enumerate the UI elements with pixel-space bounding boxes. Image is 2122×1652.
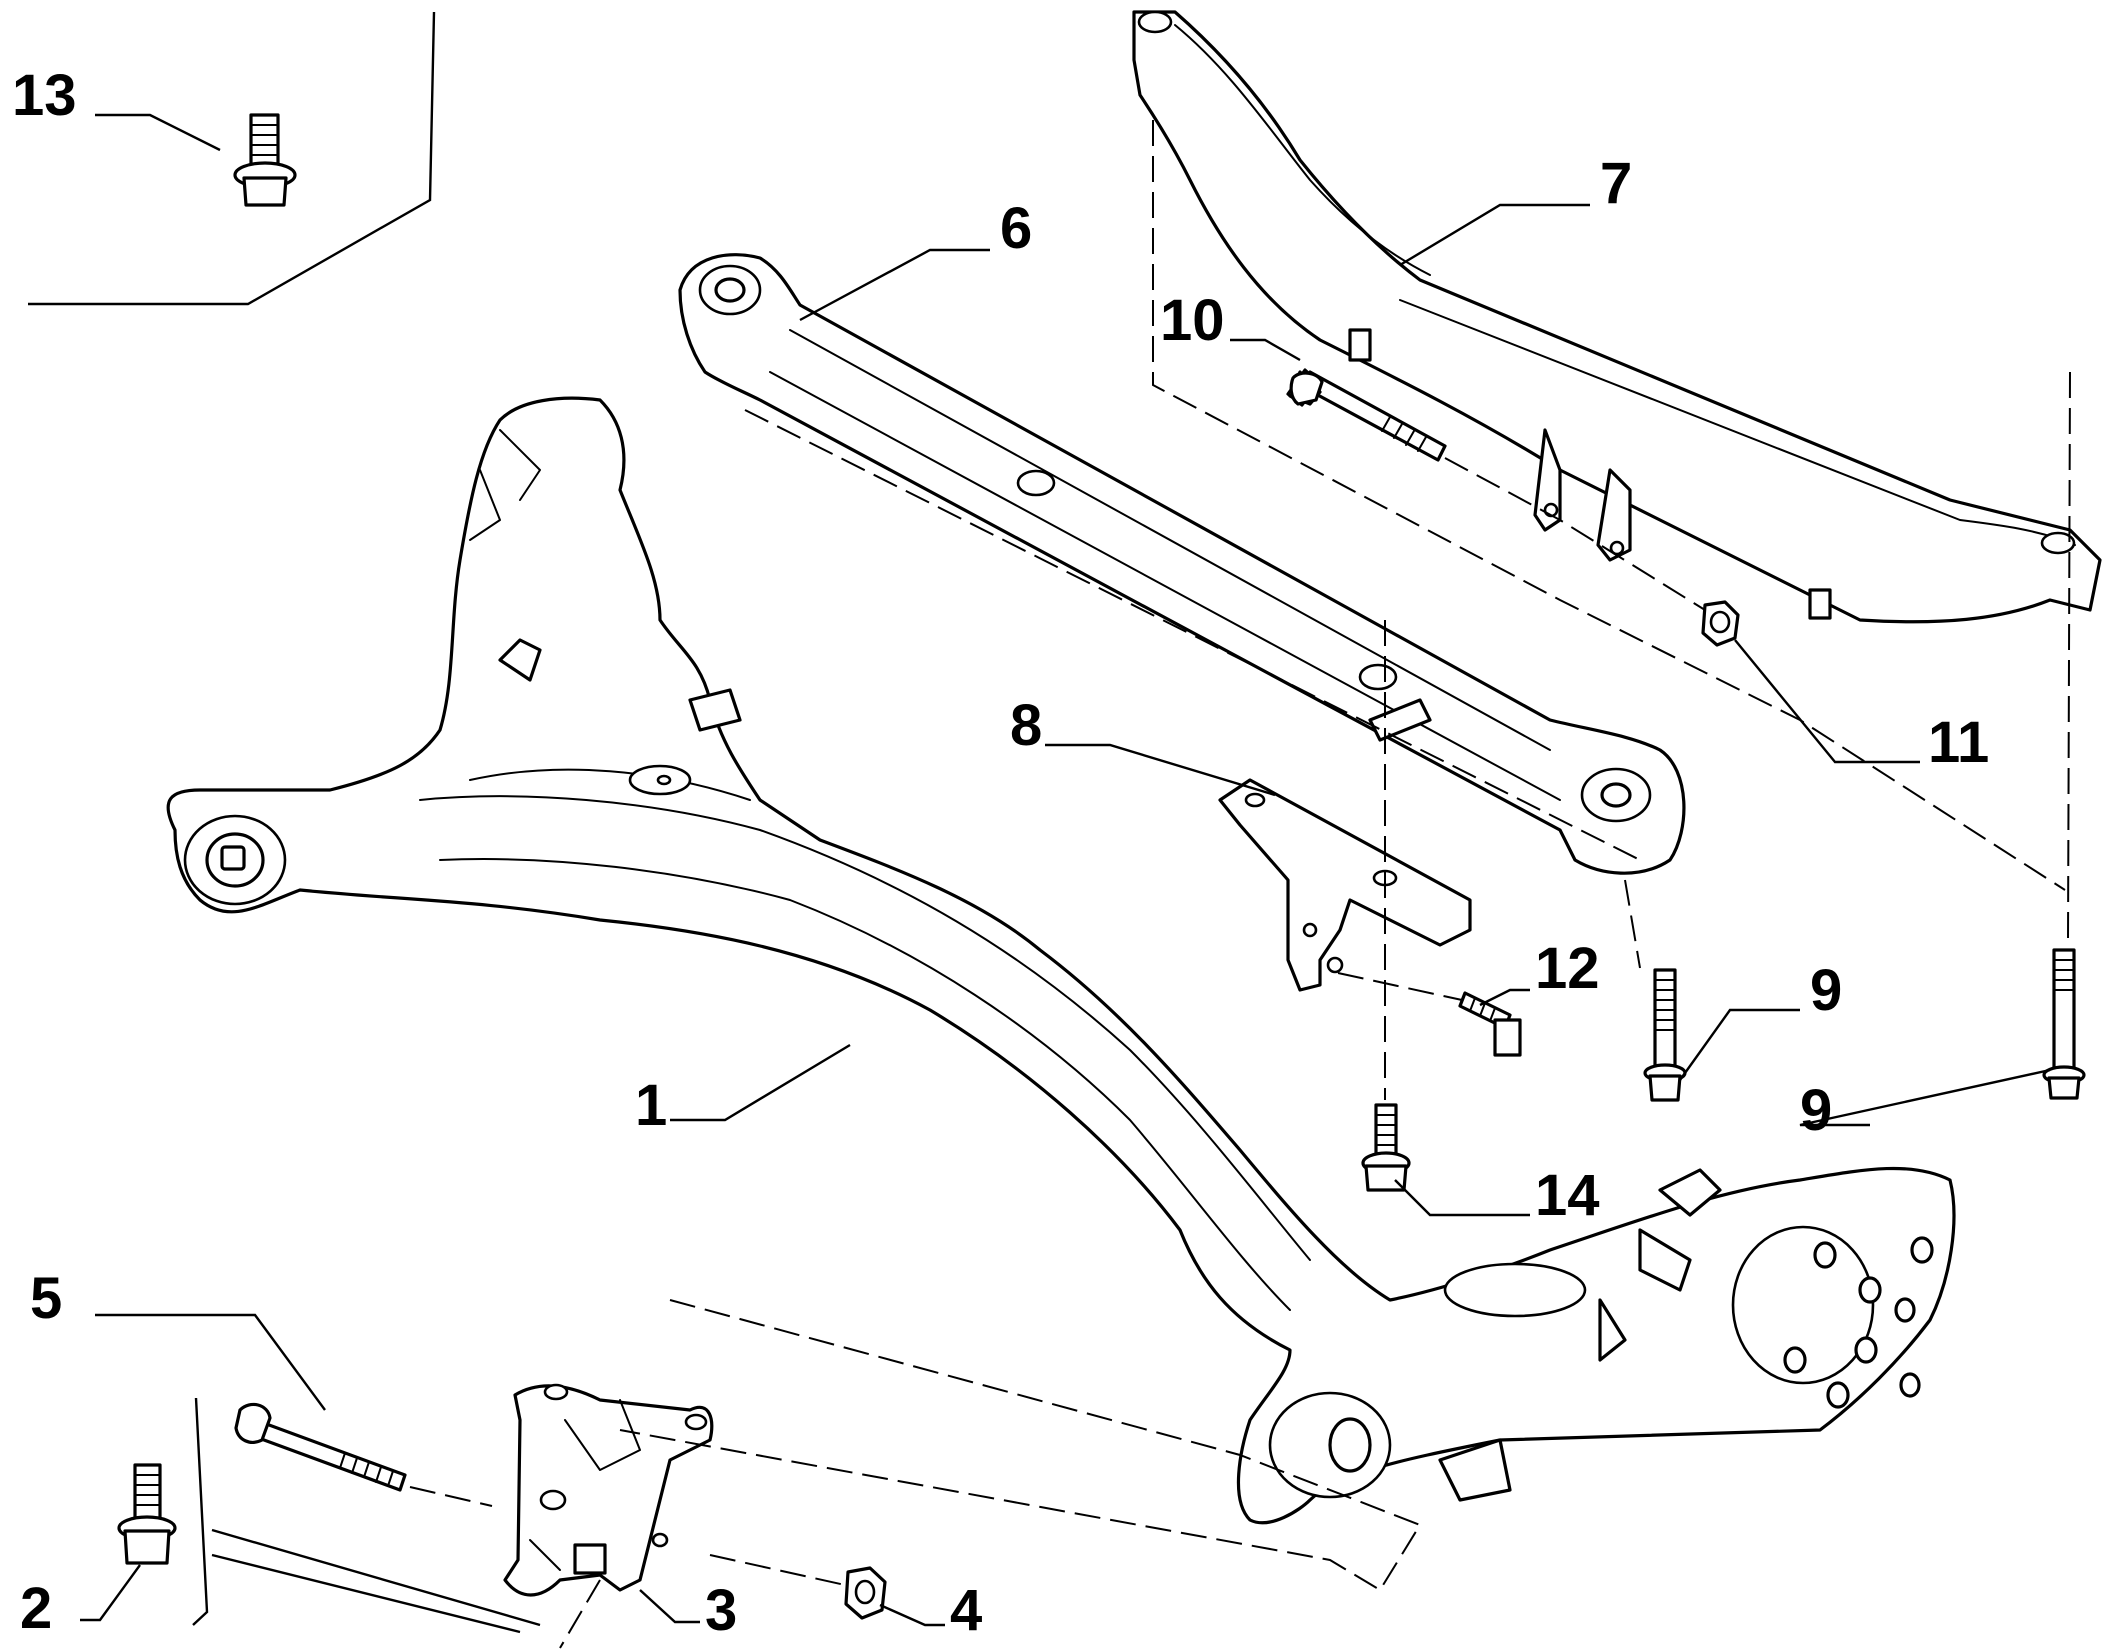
track-rod xyxy=(678,253,1686,875)
callout-12: 12 xyxy=(1535,936,1600,1001)
bolt-5 xyxy=(234,1402,407,1492)
nut-4 xyxy=(844,1566,887,1620)
rear-axle-beam xyxy=(166,396,1956,1525)
callout-11: 11 xyxy=(1928,710,1989,775)
screw-9-right xyxy=(2042,948,2086,1100)
callout-7: 7 xyxy=(1600,151,1632,216)
callout-9-lower: 9 xyxy=(1800,1078,1832,1143)
pivot-bracket xyxy=(503,1383,714,1597)
callout-8: 8 xyxy=(1010,693,1042,758)
callouts: 13 6 7 10 11 8 12 9 9 1 14 5 2 3 4 xyxy=(12,63,1989,1643)
callout-4: 4 xyxy=(950,1578,982,1643)
leader-lines xyxy=(80,113,2051,1627)
nut-11 xyxy=(1701,600,1740,647)
callout-2: 2 xyxy=(20,1576,52,1641)
inset-frame-top-left xyxy=(28,11,436,306)
screw-2 xyxy=(117,1463,177,1565)
bracket xyxy=(1218,778,1472,992)
upper-cross-member xyxy=(1132,10,2102,624)
callout-5: 5 xyxy=(30,1266,62,1331)
callout-14: 14 xyxy=(1535,1163,1600,1228)
screw-14 xyxy=(1361,1103,1411,1192)
inset-frame-bottom-left xyxy=(192,1397,541,1634)
callout-6: 6 xyxy=(1000,196,1032,261)
screw-12 xyxy=(1458,991,1522,1057)
callout-9-upper: 9 xyxy=(1810,958,1842,1023)
callout-10: 10 xyxy=(1160,288,1225,353)
callout-13: 13 xyxy=(12,63,77,128)
callout-3: 3 xyxy=(705,1578,737,1643)
screw-13 xyxy=(233,113,297,207)
screw-9-center xyxy=(1643,968,1687,1102)
screw-10 xyxy=(1286,368,1447,462)
callout-1: 1 xyxy=(635,1073,667,1138)
assembly-lines xyxy=(409,120,2071,1649)
